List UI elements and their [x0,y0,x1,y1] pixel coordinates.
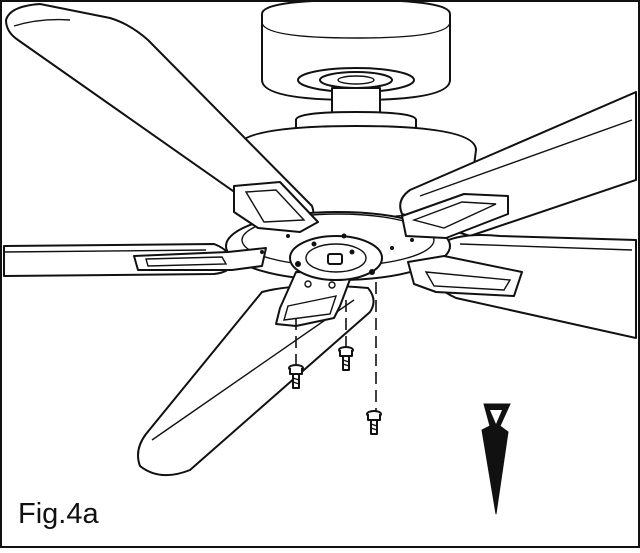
blade-bracket-upper-right [401,193,509,239]
screw-hole [369,269,375,275]
down-arrow-icon [481,403,511,515]
blade-right [430,234,637,339]
screw-hole [341,233,347,239]
blade-bracket-right [407,255,523,297]
motor-cap [261,0,451,101]
figure-label: Fig.4a [14,497,103,531]
hub-plate [260,233,414,281]
blade-bracket-left [133,247,267,271]
screw-hole [260,250,264,254]
screw-hole [410,238,414,242]
blade-bracket-upper-left [233,181,319,233]
alignment-lines [295,282,377,412]
screw [366,410,382,435]
screw-hole [295,261,301,267]
screw [338,346,354,371]
screw-hole [390,246,394,250]
screw-hole [349,249,355,255]
blade-bracket-lower [275,271,353,327]
screw-hole [311,241,317,247]
screw [288,364,304,389]
screw-hole [286,234,290,238]
